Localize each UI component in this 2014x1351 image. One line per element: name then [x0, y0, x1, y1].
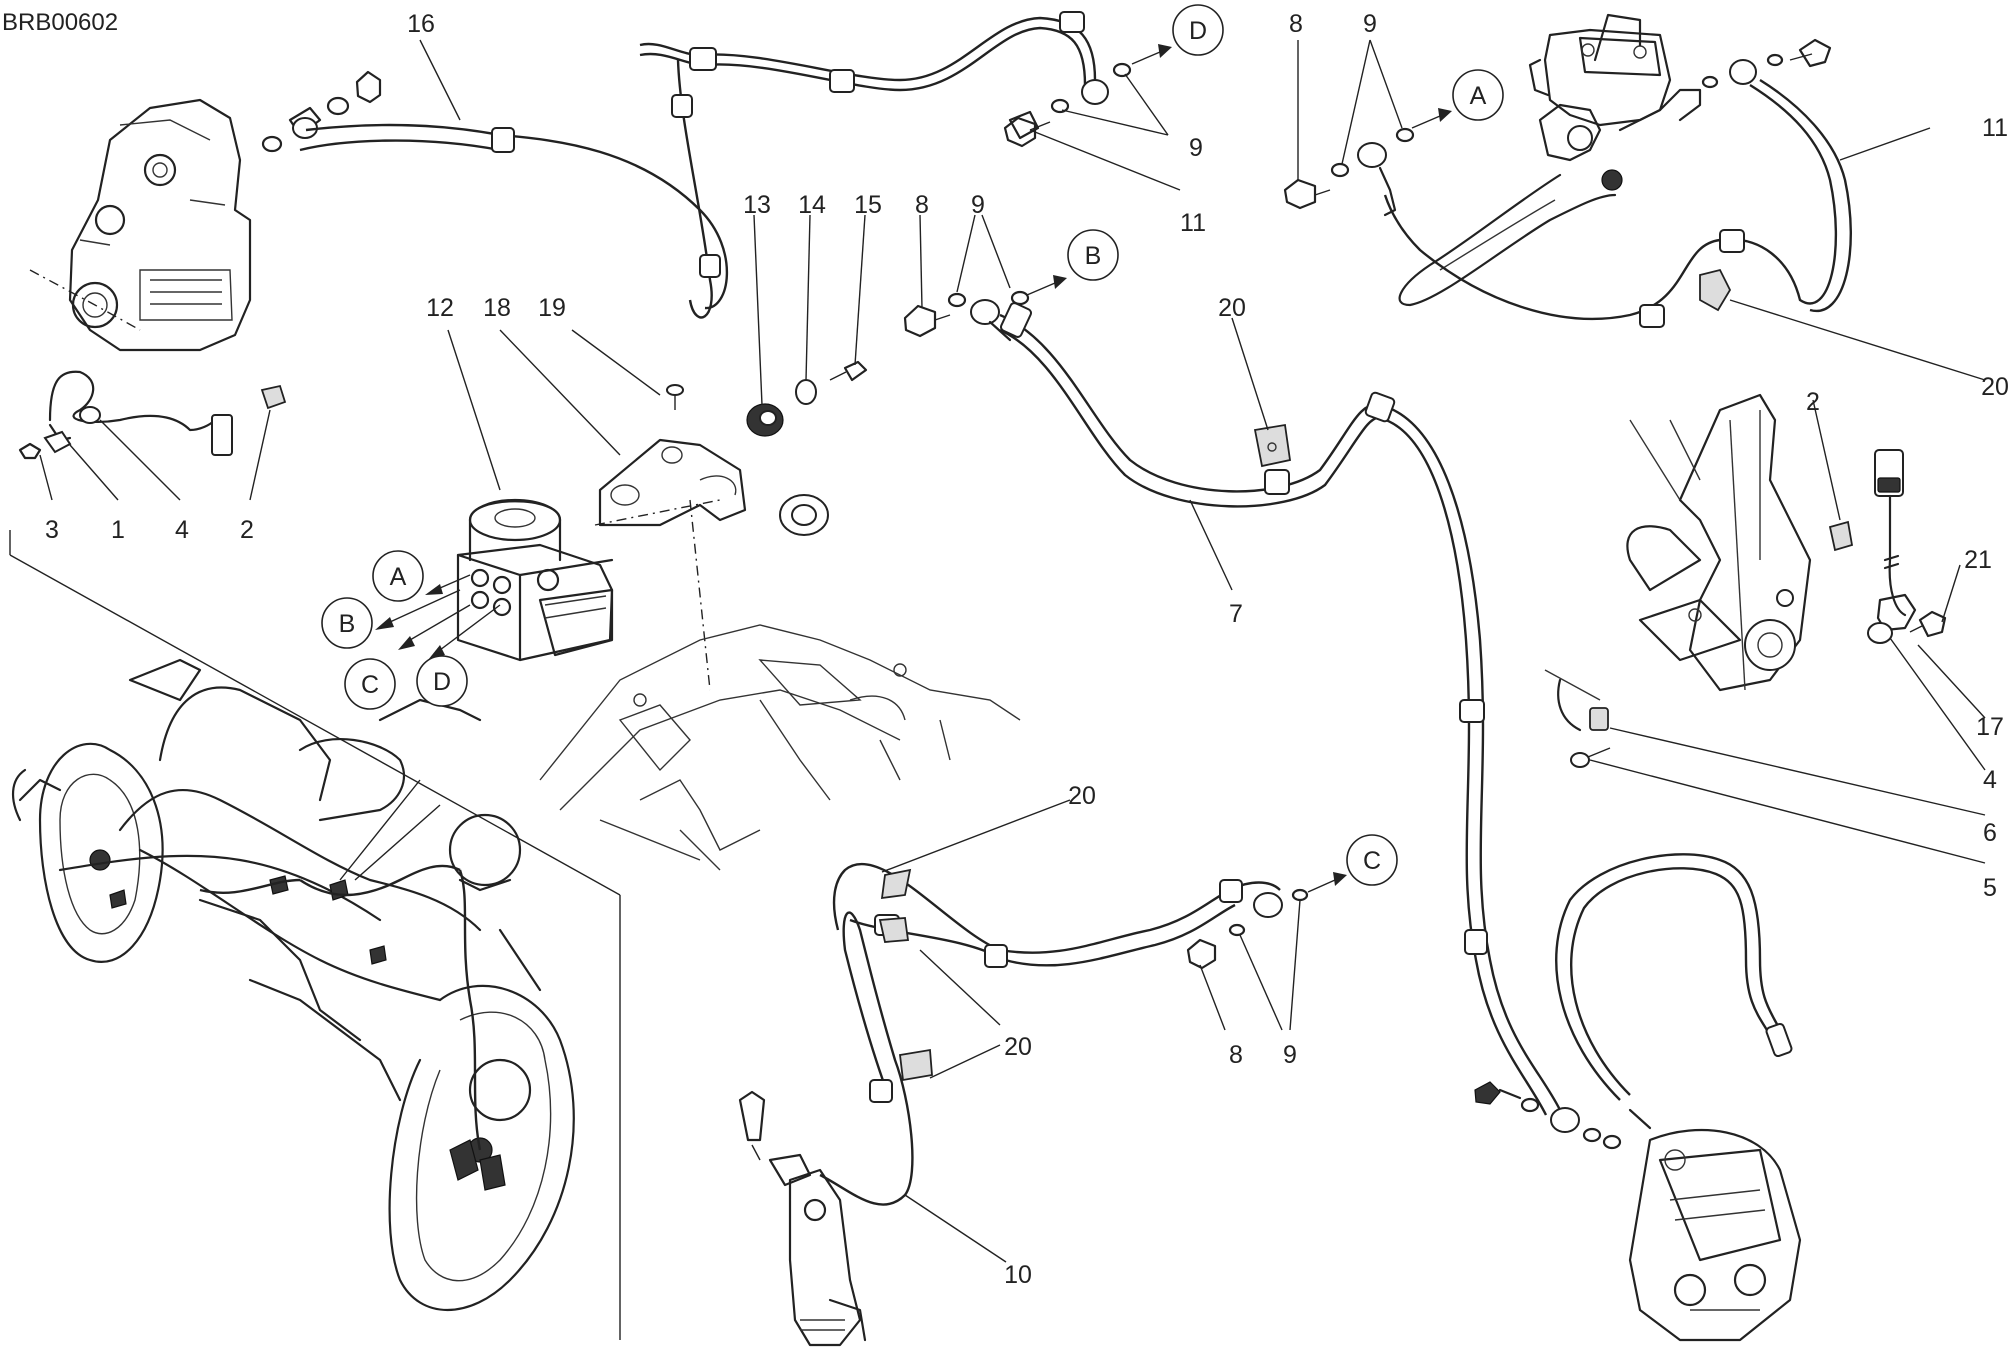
front-master-cylinder — [1398, 13, 1702, 307]
callout-11: 11 — [1982, 114, 2008, 142]
front-wheel-speed-sensor — [1544, 449, 1917, 732]
front-caliper-banjo — [1474, 1081, 1622, 1150]
sensor-clip-2-right — [1828, 520, 1854, 552]
callout-17: 17 — [1976, 713, 2004, 741]
ref-a-top: A — [1452, 69, 1504, 121]
hose-clip-20b — [1699, 268, 1732, 312]
frame-section — [539, 624, 1021, 871]
callout-10: 10 — [1004, 1261, 1032, 1289]
callout-20: 20 — [1068, 782, 1096, 810]
callout-9: 9 — [1363, 10, 1377, 38]
svg-text:D: D — [1189, 17, 1207, 45]
front-caliper-hose-loop — [1555, 853, 1793, 1130]
abs-mounting-bracket — [598, 438, 747, 527]
svg-text:B: B — [1085, 242, 1102, 270]
ref-b-abs: B — [321, 597, 373, 649]
svg-text:B: B — [339, 610, 356, 638]
svg-text:D: D — [433, 668, 451, 696]
sensor-bolt-21 — [1909, 610, 1947, 638]
rear-brake-hose — [299, 123, 729, 310]
callout-14: 14 — [798, 191, 826, 219]
ref-d-top: D — [1172, 4, 1224, 56]
callout-8: 8 — [1289, 10, 1303, 38]
callout-1: 1 — [111, 516, 125, 544]
rear-master-cylinder — [738, 1090, 867, 1347]
callout-20: 20 — [1981, 373, 2009, 401]
svg-text:A: A — [1470, 82, 1487, 110]
svg-text:C: C — [1363, 847, 1381, 875]
front-fork-leg — [1626, 393, 1812, 692]
callout-21: 21 — [1964, 546, 1992, 574]
callout-8: 8 — [1229, 1041, 1243, 1069]
callout-20: 20 — [1004, 1033, 1032, 1061]
callout-15: 15 — [854, 191, 882, 219]
callout-6: 6 — [1983, 819, 1997, 847]
abs-to-rear-hose — [639, 11, 1132, 319]
callout-8: 8 — [915, 191, 929, 219]
callout-11: 11 — [1180, 209, 1206, 237]
front-brake-hose-7 — [999, 302, 1562, 1116]
svg-text:C: C — [361, 671, 379, 699]
callout-9: 9 — [971, 191, 985, 219]
callout-4: 4 — [175, 516, 189, 544]
callout-9: 9 — [1283, 1041, 1297, 1069]
hose-clips-20-lower — [878, 868, 933, 1082]
callout-20: 20 — [1218, 294, 1246, 322]
ref-c-abs: C — [344, 658, 396, 710]
motorcycle-overview — [9, 530, 621, 1340]
master-cylinder-hose — [1383, 38, 1852, 328]
abs-fasteners — [666, 360, 868, 536]
ref-c-right: C — [1346, 834, 1398, 886]
ref-d-abs: D — [416, 655, 468, 707]
callout-13: 13 — [743, 191, 771, 219]
rear-brake-hose-10 — [819, 862, 1309, 1206]
svg-text:A: A — [390, 563, 407, 591]
abs-banjo-b — [903, 290, 1030, 342]
grommet-13 — [746, 403, 784, 437]
callout-2: 2 — [240, 516, 254, 544]
reference-markers: D A B C A B — [321, 4, 1504, 893]
ref-b-top: B — [1067, 229, 1119, 281]
banjo-bolt-d — [1003, 116, 1051, 148]
callout-numbers: 16 8 9 9 11 11 13 14 15 8 9 12 18 19 20 … — [45, 10, 2009, 1289]
rear-caliper-bleed-screw — [261, 70, 382, 153]
abs-outlets — [375, 574, 501, 660]
front-caliper — [1628, 1128, 1802, 1342]
callout-5: 5 — [1983, 874, 1997, 902]
drawing-code: BRB00602 — [2, 9, 118, 36]
callout-19: 19 — [538, 294, 566, 322]
ref-a-abs: A — [372, 550, 424, 602]
rear-wheel-speed-sensor — [18, 370, 233, 460]
sensor-screw-5 — [1570, 747, 1611, 768]
callout-7: 7 — [1229, 600, 1243, 628]
callout-18: 18 — [483, 294, 511, 322]
rear-caliper — [29, 98, 252, 352]
master-cylinder-banjo-a — [1283, 127, 1415, 217]
hose-clip-20a — [1253, 423, 1292, 468]
abs-control-unit — [456, 498, 614, 662]
callout-2: 2 — [1806, 388, 1820, 416]
leader-lines — [39, 39, 1986, 1263]
callout-9: 9 — [1189, 134, 1203, 162]
sensor-clip-2-left — [260, 384, 287, 410]
callout-12: 12 — [426, 294, 454, 322]
callout-3: 3 — [45, 516, 59, 544]
callout-4: 4 — [1983, 766, 1997, 794]
callout-16: 16 — [407, 10, 435, 38]
washer-ring — [779, 494, 829, 536]
